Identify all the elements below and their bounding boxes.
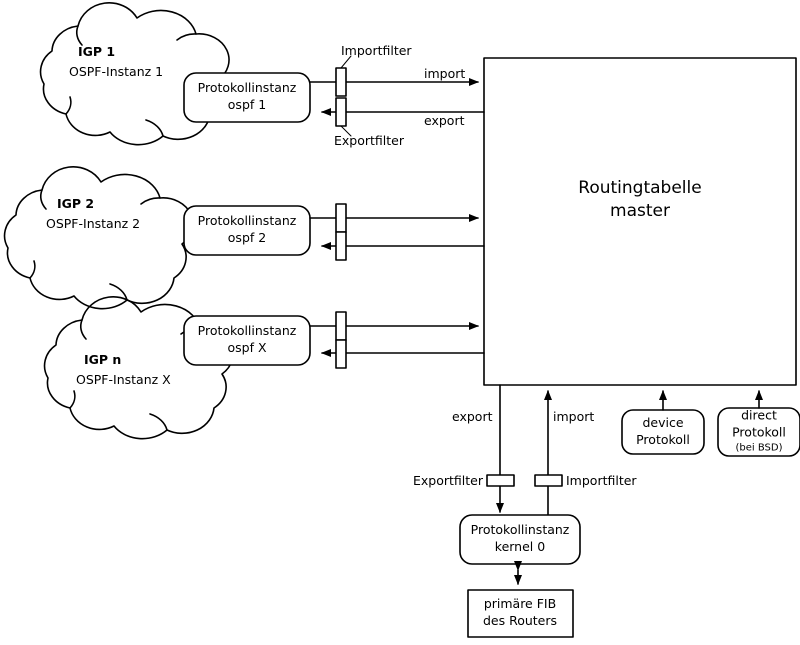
protocol-instance-ospf-2-line2: ospf 2 [227, 230, 267, 245]
ospf-1-exportfilter-leader [340, 125, 352, 137]
device-protokoll-label[interactable]: device Protokoll [636, 415, 690, 449]
fib-line2: des Routers [482, 613, 558, 628]
routing-table-master-label[interactable]: Routingtabelle master [578, 177, 701, 223]
device-protokoll-line1: device [642, 415, 684, 431]
protocol-instance-ospf-x-line1: Protokollinstanz [197, 323, 297, 339]
cloud-igp-n-subtitle: OSPF-Instanz X [76, 372, 171, 387]
cloud-igp-2-bump-a [39, 189, 47, 210]
protocol-instance-ospf-x-label[interactable]: Protokollinstanz ospf X [198, 323, 297, 357]
ospf-1-importfilter-label: Importfilter [341, 43, 412, 58]
kernel-instance-line1: Protokollinstanz [470, 522, 570, 538]
cloud-igp-1-bump-c [145, 119, 164, 137]
cloud-igp-2-bump-b [140, 197, 161, 205]
protocol-instance-kernel-0-label[interactable]: Protokollinstanz kernel 0 [471, 522, 570, 556]
ospf-1-importfilter-box [335, 67, 347, 97]
protocol-instance-ospf-x-line2: ospf X [227, 340, 267, 355]
kernel-importfilter-box [534, 474, 563, 487]
cloud-igp-n [43, 296, 234, 440]
primaere-fib-box [467, 589, 574, 638]
protocol-instance-ospf-2-line1: Protokollinstanz [197, 213, 297, 229]
ospf-2-importfilter-box [335, 203, 347, 233]
cloud-igp-1-bump-b [176, 33, 197, 41]
ospf-x-importfilter-box [335, 311, 347, 341]
protocol-instance-ospf-1-label[interactable]: Protokollinstanz ospf 1 [198, 80, 297, 114]
protocol-instance-ospf-1-box [183, 72, 311, 123]
kernel-exportfilter-label: Exportfilter [413, 473, 483, 488]
ospf-1-import-flow-label: import [424, 66, 466, 81]
kernel-exportfilter-box [486, 474, 515, 487]
ospf-1-exportfilter-label: Exportfilter [334, 133, 404, 148]
direct-protokoll-label[interactable]: direct Protokoll (bei BSD) [732, 407, 786, 454]
ospf-1-export-flow-label: export [424, 113, 465, 128]
routing-table-line1: Routingtabelle [578, 178, 702, 199]
routing-table-master-box [483, 57, 797, 386]
cloud-igp-1-bump-a [75, 25, 83, 46]
cloud-igp-n-bump-d [69, 390, 76, 409]
cloud-igp-2-bump-d [29, 260, 36, 279]
cloud-igp-n-bump-a [79, 319, 87, 340]
kernel-export-flow-label: export [452, 409, 493, 424]
cloud-igp-1-bump-d [65, 96, 72, 115]
cloud-igp-2-subtitle: OSPF-Instanz 2 [46, 216, 141, 231]
cloud-igp-n-title: IGP n [84, 352, 122, 367]
cloud-igp-n-bump-c [149, 413, 168, 431]
ospf-1-importfilter-leader [340, 55, 352, 69]
ospf-2-exportfilter-box [335, 231, 347, 261]
primaere-fib-label[interactable]: primäre FIB des Routers [483, 596, 557, 630]
cloud-igp-2-bump-c [109, 283, 128, 301]
direct-protokoll-line2: Protokoll [732, 424, 786, 440]
cloud-igp-1-subtitle: OSPF-Instanz 1 [69, 64, 164, 79]
ospf-1-exportfilter-box [335, 97, 347, 127]
device-protokoll-line2: Protokoll [636, 432, 690, 447]
protocol-instance-ospf-1-line1: Protokollinstanz [197, 80, 297, 96]
kernel-instance-line2: kernel 0 [494, 539, 546, 554]
protocol-instance-ospf-2-label[interactable]: Protokollinstanz ospf 2 [198, 213, 297, 247]
cloud-igp-2 [3, 166, 194, 310]
direct-protokoll-line3: (bei BSD) [735, 442, 783, 454]
fib-line1: primäre FIB [483, 596, 557, 612]
cloud-igp-1-title: IGP 1 [78, 44, 116, 59]
routing-table-line2: master [610, 201, 670, 221]
protocol-instance-ospf-2-box [183, 205, 311, 256]
cloud-igp-1 [39, 2, 230, 146]
direct-protokoll-line1: direct [741, 407, 777, 423]
kernel-import-flow-label: import [553, 409, 595, 424]
ospf-x-exportfilter-box [335, 339, 347, 369]
protocol-instance-ospf-x-box [183, 315, 311, 366]
cloud-igp-2-title: IGP 2 [57, 196, 95, 211]
kernel-importfilter-label: Importfilter [566, 473, 637, 488]
protocol-instance-ospf-1-line2: ospf 1 [227, 97, 267, 112]
